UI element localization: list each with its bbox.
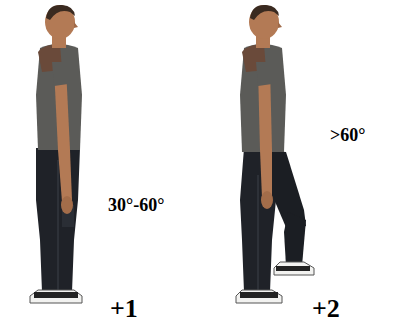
score-label: +1 [110, 296, 138, 322]
angle-range-label: 30°-60° [108, 196, 164, 214]
angle-range-label: >60° [330, 126, 365, 144]
score-label: +2 [312, 296, 340, 322]
knee-raised-figure [236, 5, 314, 303]
standing-figure [30, 5, 82, 303]
